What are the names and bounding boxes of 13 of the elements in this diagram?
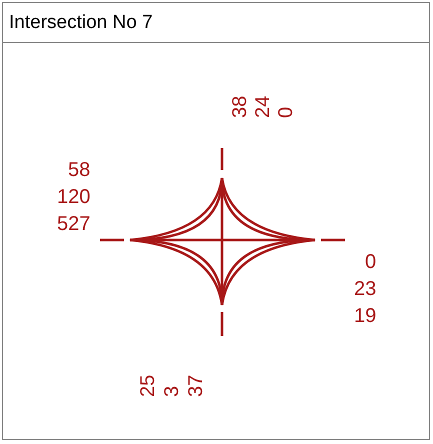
traffic-count: 527	[57, 214, 90, 234]
traffic-count: 23	[354, 279, 376, 299]
traffic-count: 3	[162, 386, 182, 397]
diagram-title: Intersection No 7	[9, 12, 153, 34]
traffic-count: 24	[253, 96, 273, 118]
traffic-count: 38	[230, 96, 250, 118]
traffic-count: 0	[365, 252, 376, 272]
traffic-count: 120	[57, 187, 90, 207]
traffic-count: 25	[138, 374, 158, 397]
traffic-count: 19	[354, 306, 376, 326]
traffic-count: 37	[186, 374, 206, 397]
traffic-count: 0	[276, 106, 296, 118]
traffic-count: 58	[68, 160, 90, 180]
